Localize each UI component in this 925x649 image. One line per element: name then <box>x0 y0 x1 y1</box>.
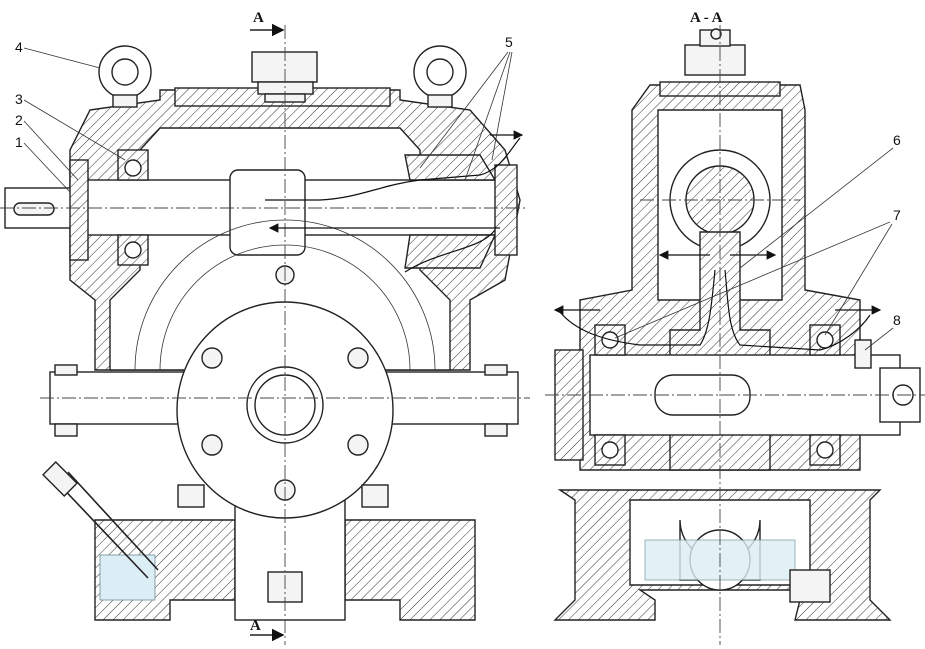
breather-plug <box>251 51 318 103</box>
callout-1: 1 <box>15 134 71 193</box>
svg-text:8: 8 <box>893 312 901 328</box>
lifting-eye-left <box>98 45 152 108</box>
svg-text:4: 4 <box>15 39 23 55</box>
callout-7: 7 <box>614 207 901 339</box>
callout-2: 2 <box>15 112 79 181</box>
right-bearing <box>404 154 518 269</box>
section-bearings <box>594 324 841 466</box>
callout-6: 6 <box>739 132 901 269</box>
svg-text:1: 1 <box>15 134 23 150</box>
callout-8: 8 <box>864 312 901 351</box>
flange-bolts <box>54 364 508 437</box>
section-drain-bolt <box>789 569 831 603</box>
svg-text:5: 5 <box>505 34 513 50</box>
front-view: A A 1 2 3 4 5 <box>0 10 530 645</box>
base-right-leg <box>344 519 476 621</box>
svg-text:2: 2 <box>15 112 23 128</box>
svg-text:6: 6 <box>893 132 901 148</box>
lifting-eye-right <box>413 45 467 108</box>
callout-5: 5 <box>419 34 513 181</box>
svg-text:A: A <box>253 10 264 26</box>
svg-text:A: A <box>250 618 261 634</box>
callout-4: 4 <box>15 39 101 69</box>
section-view: A - A <box>545 10 925 645</box>
worm-wheel-rim <box>134 219 436 371</box>
svg-text:7: 7 <box>893 207 901 223</box>
callout-3: 3 <box>15 91 126 161</box>
section-mark-bottom: A <box>250 618 285 642</box>
oil-dipstick <box>42 461 159 579</box>
section-title: A - A <box>690 10 723 26</box>
worm-shaft <box>4 169 511 256</box>
svg-text:3: 3 <box>15 91 23 107</box>
oil-level <box>99 554 156 601</box>
oil-seal <box>854 339 872 369</box>
cover-bolts <box>201 265 369 501</box>
section-mark-top: A <box>250 10 285 37</box>
section-breather <box>684 28 746 76</box>
left-bearing <box>69 149 149 266</box>
